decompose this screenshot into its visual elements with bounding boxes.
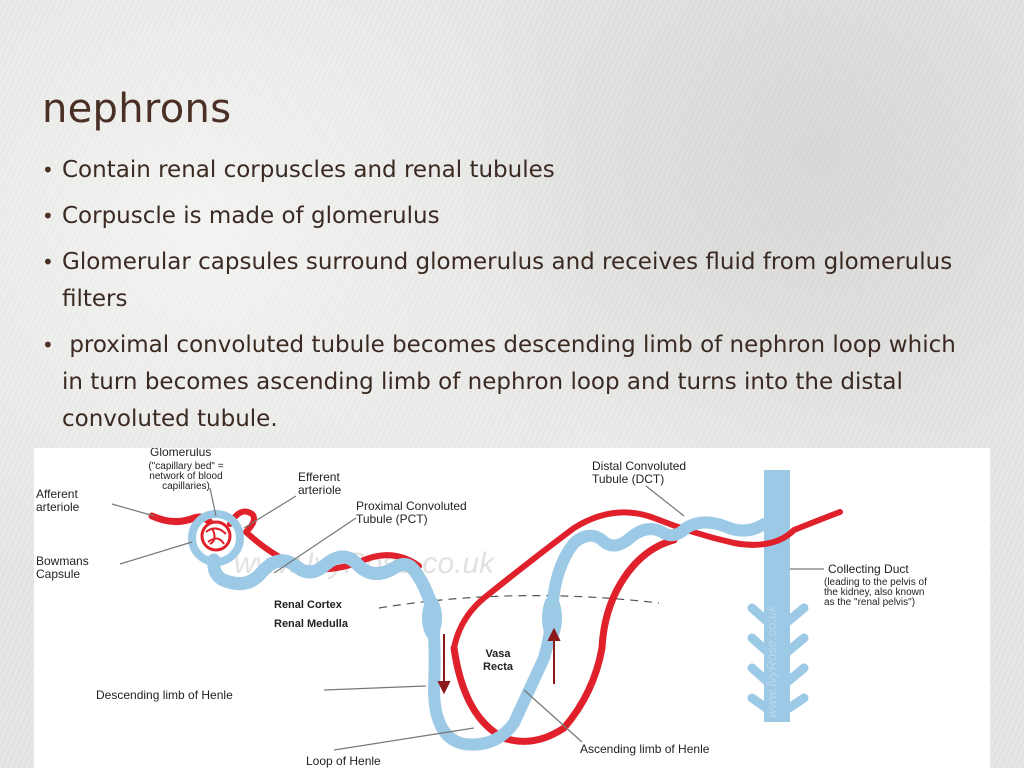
label-descending-limb: Descending limb of Henle: [96, 688, 233, 702]
bullet-item: • Glomerular capsules surround glomerulus…: [42, 244, 982, 318]
glomerulus-capillaries: [205, 527, 227, 545]
label-glomerulus: Glomerulus: [150, 448, 211, 459]
proximal-convoluted-tubule: [207, 550, 439, 615]
label-renal-cortex: Renal Cortex: [274, 599, 343, 611]
bullet-item: • proximal convoluted tubule becomes des…: [42, 327, 982, 438]
up-arrow-head: [547, 627, 561, 641]
label-collecting-duct-note-3: as the "renal pelvis"): [824, 597, 915, 608]
bullet-dot: •: [42, 158, 54, 182]
label-glomerulus-note-1: ("capillary bed" =: [148, 461, 223, 472]
label-glomerulus-note-3: capillaries): [162, 481, 210, 492]
diagram-labels: Glomerulus ("capillary bed" = network of…: [36, 448, 927, 768]
label-pct-1: Proximal Convoluted: [356, 499, 467, 513]
bullet-dot: •: [42, 204, 54, 228]
bullet-dot: •: [42, 333, 54, 357]
label-collecting-duct: Collecting Duct: [828, 562, 909, 576]
efferent-arteriole: [227, 508, 257, 535]
blood-vessels: [148, 508, 843, 745]
label-vasa-recta-2: Recta: [483, 661, 514, 673]
bullet-item: • Corpuscle is made of glomerulus: [42, 198, 982, 235]
label-efferent-1: Efferent: [298, 470, 340, 484]
label-collecting-duct-note-1: (leading to the pelvis of: [824, 577, 927, 588]
nephron-svg: www.IvyRose.co.uk www.IvyRose.co.uk: [36, 448, 927, 768]
down-arrow-head: [437, 681, 451, 695]
flow-arrows: [437, 627, 561, 695]
bullet-text: proximal convoluted tubule becomes desce…: [62, 332, 964, 432]
label-dct-2: Tubule (DCT): [592, 472, 664, 486]
cortex-medulla-boundary: [378, 595, 660, 609]
renal-tubule: [207, 516, 770, 751]
label-pct-2: Tubule (PCT): [356, 512, 428, 526]
label-vasa-recta-1: Vasa: [485, 648, 511, 660]
label-afferent-2: arteriole: [36, 500, 80, 514]
glomerulus: [200, 520, 232, 552]
bullet-list: • Contain renal corpuscles and renal tubu…: [42, 152, 982, 447]
vasa-recta: [500, 536, 678, 745]
label-afferent-1: Afferent: [36, 487, 78, 501]
label-loop-of-henle: Loop of Henle: [306, 754, 381, 768]
descending-bulb: [422, 596, 442, 640]
slide-title: nephrons: [42, 86, 232, 132]
label-bowmans-1: Bowmans: [36, 554, 89, 568]
distal-capillary: [451, 509, 843, 651]
label-collecting-duct-note-2: the kidney, also known: [824, 587, 924, 598]
label-glomerulus-note-2: network of blood: [149, 471, 222, 482]
bullet-text: Glomerular capsules surround glomerulus …: [62, 249, 953, 312]
watermark-vertical: www.IvyRose.co.uk: [764, 604, 779, 718]
collecting-duct-branches: [747, 603, 809, 715]
nephron-diagram: www.IvyRose.co.uk www.IvyRose.co.uk: [34, 448, 990, 768]
bullet-text: Contain renal corpuscles and renal tubul…: [62, 157, 555, 183]
ascending-bulb: [542, 594, 562, 642]
bullet-dot: •: [42, 250, 54, 274]
leader-lines: [111, 485, 824, 751]
label-dct-1: Distal Convoluted: [592, 459, 686, 473]
bullet-item: • Contain renal corpuscles and renal tubu…: [42, 152, 982, 189]
label-ascending-limb: Ascending limb of Henle: [580, 742, 710, 756]
bullet-text: Corpuscle is made of glomerulus: [62, 203, 440, 229]
loop-of-henle: [426, 516, 770, 751]
label-renal-medulla: Renal Medulla: [274, 618, 349, 630]
label-efferent-2: arteriole: [298, 483, 342, 497]
afferent-arteriole: [148, 512, 216, 530]
label-bowmans-2: Capsule: [36, 567, 80, 581]
